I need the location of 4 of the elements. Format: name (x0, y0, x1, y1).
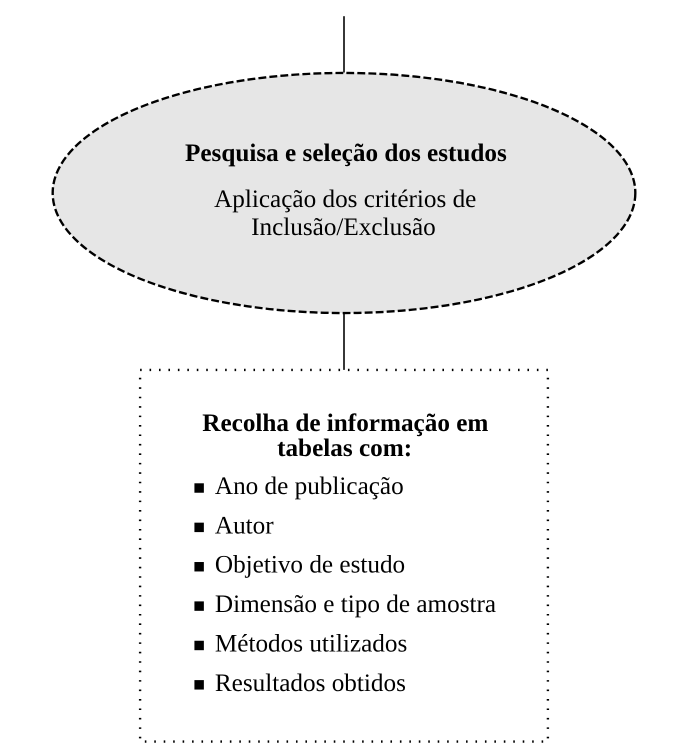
node-box: Recolha de informação em tabelas com: Ano de publicação Autor Objetivo de estudo Dimensão e tipo de amostra Métodos utilizados Resultados obtidos (138, 368, 550, 743)
connector (343, 313, 345, 370)
connector (343, 16, 345, 73)
node-ellipse: Pesquisa e seleção dos estudos Aplicação dos critérios de Inclusão/Exclusão (52, 72, 636, 314)
